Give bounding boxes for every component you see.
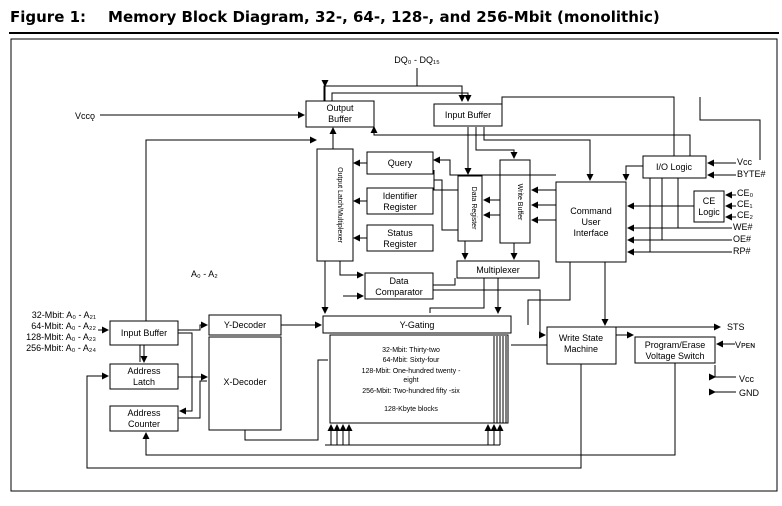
addr-128-label: 128-Mbit: A₀ - A₂₃ bbox=[26, 332, 96, 342]
byte-label: BYTE# bbox=[737, 169, 766, 179]
input-buffer-left-label: Input Buffer bbox=[121, 328, 167, 338]
multiplexer-label: Multiplexer bbox=[476, 265, 520, 275]
data-comparator-label-2: Comparator bbox=[375, 287, 423, 297]
pe-switch-label-1: Program/Erase bbox=[645, 340, 706, 350]
x-decoder-label: X-Decoder bbox=[223, 377, 266, 387]
address-counter-block bbox=[109, 405, 179, 432]
figure-number: Figure 1: bbox=[10, 8, 87, 26]
data-register-label: Data Register bbox=[470, 187, 477, 230]
a0-a2-label: A₀ - A₂ bbox=[191, 269, 218, 279]
ce-logic-label-1: CE bbox=[703, 196, 716, 206]
data-register-block bbox=[457, 175, 483, 242]
array-note-blocks: 128-Kbyte blocks bbox=[384, 406, 438, 413]
input-buffer-left-block bbox=[109, 320, 179, 346]
write-buffer-block bbox=[499, 159, 531, 244]
address-counter-label-2: Counter bbox=[128, 419, 160, 429]
figure-title: Figure 1: Memory Block Diagram, 32-, 64-,… bbox=[10, 8, 780, 32]
pe-switch-label-2: Voltage Switch bbox=[645, 351, 704, 361]
output-buffer-label-2: Buffer bbox=[328, 114, 352, 124]
vccq-label: Vᴄᴄǫ bbox=[75, 111, 95, 121]
addr-256-label: 256-Mbit: A₀ - A₂₄ bbox=[26, 343, 96, 353]
data-comparator-block bbox=[364, 272, 434, 300]
cui-label-2: User bbox=[581, 217, 600, 227]
array-note-64: 64-Mbit: Sixty-four bbox=[383, 357, 440, 364]
input-buffer-top-label: Input Buffer bbox=[445, 110, 491, 120]
write-buffer-label: Write Buffer bbox=[516, 184, 523, 221]
status-register-label-1: Status bbox=[387, 228, 413, 238]
gnd-label: GND bbox=[739, 388, 760, 398]
wsm-label-2: Machine bbox=[564, 344, 598, 354]
y-gating-block bbox=[322, 315, 512, 334]
cui-label-1: Command bbox=[570, 206, 612, 216]
identifier-register-label-2: Register bbox=[383, 202, 417, 212]
address-counter-label-1: Address bbox=[127, 408, 161, 418]
array-bus-lines bbox=[493, 336, 507, 423]
vcc-pwr-label: Vcc bbox=[739, 374, 755, 384]
array-note-32: 32-Mbit: Thirty-two bbox=[382, 347, 440, 354]
sts-label: STS bbox=[727, 322, 745, 332]
array-note-256: 256-Mbit: Two-hundred fifty -six bbox=[362, 388, 460, 395]
input-buffer-top-block bbox=[433, 103, 503, 127]
x-decoder-block bbox=[208, 336, 282, 431]
addr-32-label: 32-Mbit: A₀ - A₂₁ bbox=[32, 310, 96, 320]
write-state-machine-block bbox=[546, 326, 617, 365]
ce1-label: CE₁ bbox=[737, 199, 753, 209]
diagram-frame bbox=[10, 38, 778, 492]
cui-label-3: Interface bbox=[573, 228, 608, 238]
figure-caption: Memory Block Diagram, 32-, 64-, 128-, an… bbox=[108, 8, 660, 26]
command-user-interface-block bbox=[555, 181, 627, 263]
addr-64-label: 64-Mbit: A₀ - A₂₂ bbox=[31, 321, 96, 331]
ce0-label: CE₀ bbox=[737, 188, 754, 198]
data-comparator-label-1: Data bbox=[389, 276, 408, 286]
connection-lines bbox=[86, 68, 761, 469]
vcc-io-label: Vcc bbox=[737, 157, 753, 167]
io-logic-label: I/O Logic bbox=[656, 162, 693, 172]
identifier-register-block bbox=[366, 187, 434, 215]
wsm-label-1: Write State bbox=[559, 333, 603, 343]
address-latch-label-1: Address bbox=[127, 366, 161, 376]
address-latch-block bbox=[109, 363, 179, 390]
array-note-128-cont: eight bbox=[403, 377, 418, 384]
title-rule bbox=[9, 32, 779, 34]
array-note-128: 128-Mbit: One-hundred twenty - bbox=[362, 368, 461, 375]
ce2-label: CE₂ bbox=[737, 210, 754, 220]
status-register-label-2: Register bbox=[383, 239, 417, 249]
output-latch-mux-label: Output Latch/Multiplexer bbox=[336, 167, 343, 244]
query-label: Query bbox=[388, 158, 413, 168]
oe-label: OE# bbox=[733, 234, 751, 244]
rp-label: RP# bbox=[733, 246, 751, 256]
memory-array-block bbox=[329, 334, 509, 424]
address-latch-label-2: Latch bbox=[133, 377, 155, 387]
y-gating-label: Y-Gating bbox=[400, 320, 435, 330]
ce-logic-block bbox=[693, 190, 725, 223]
output-latch-mux-block bbox=[316, 148, 354, 262]
output-buffer-block bbox=[305, 100, 375, 128]
we-label: WE# bbox=[733, 222, 753, 232]
output-buffer-label-1: Output bbox=[326, 103, 354, 113]
vpen-label: Vᴘᴇɴ bbox=[735, 340, 755, 350]
dq-label: DQ₀ - DQ₁₅ bbox=[394, 55, 440, 65]
identifier-register-label-1: Identifier bbox=[383, 191, 418, 201]
y-decoder-label: Y-Decoder bbox=[224, 320, 266, 330]
ce-logic-label-2: Logic bbox=[698, 207, 720, 217]
